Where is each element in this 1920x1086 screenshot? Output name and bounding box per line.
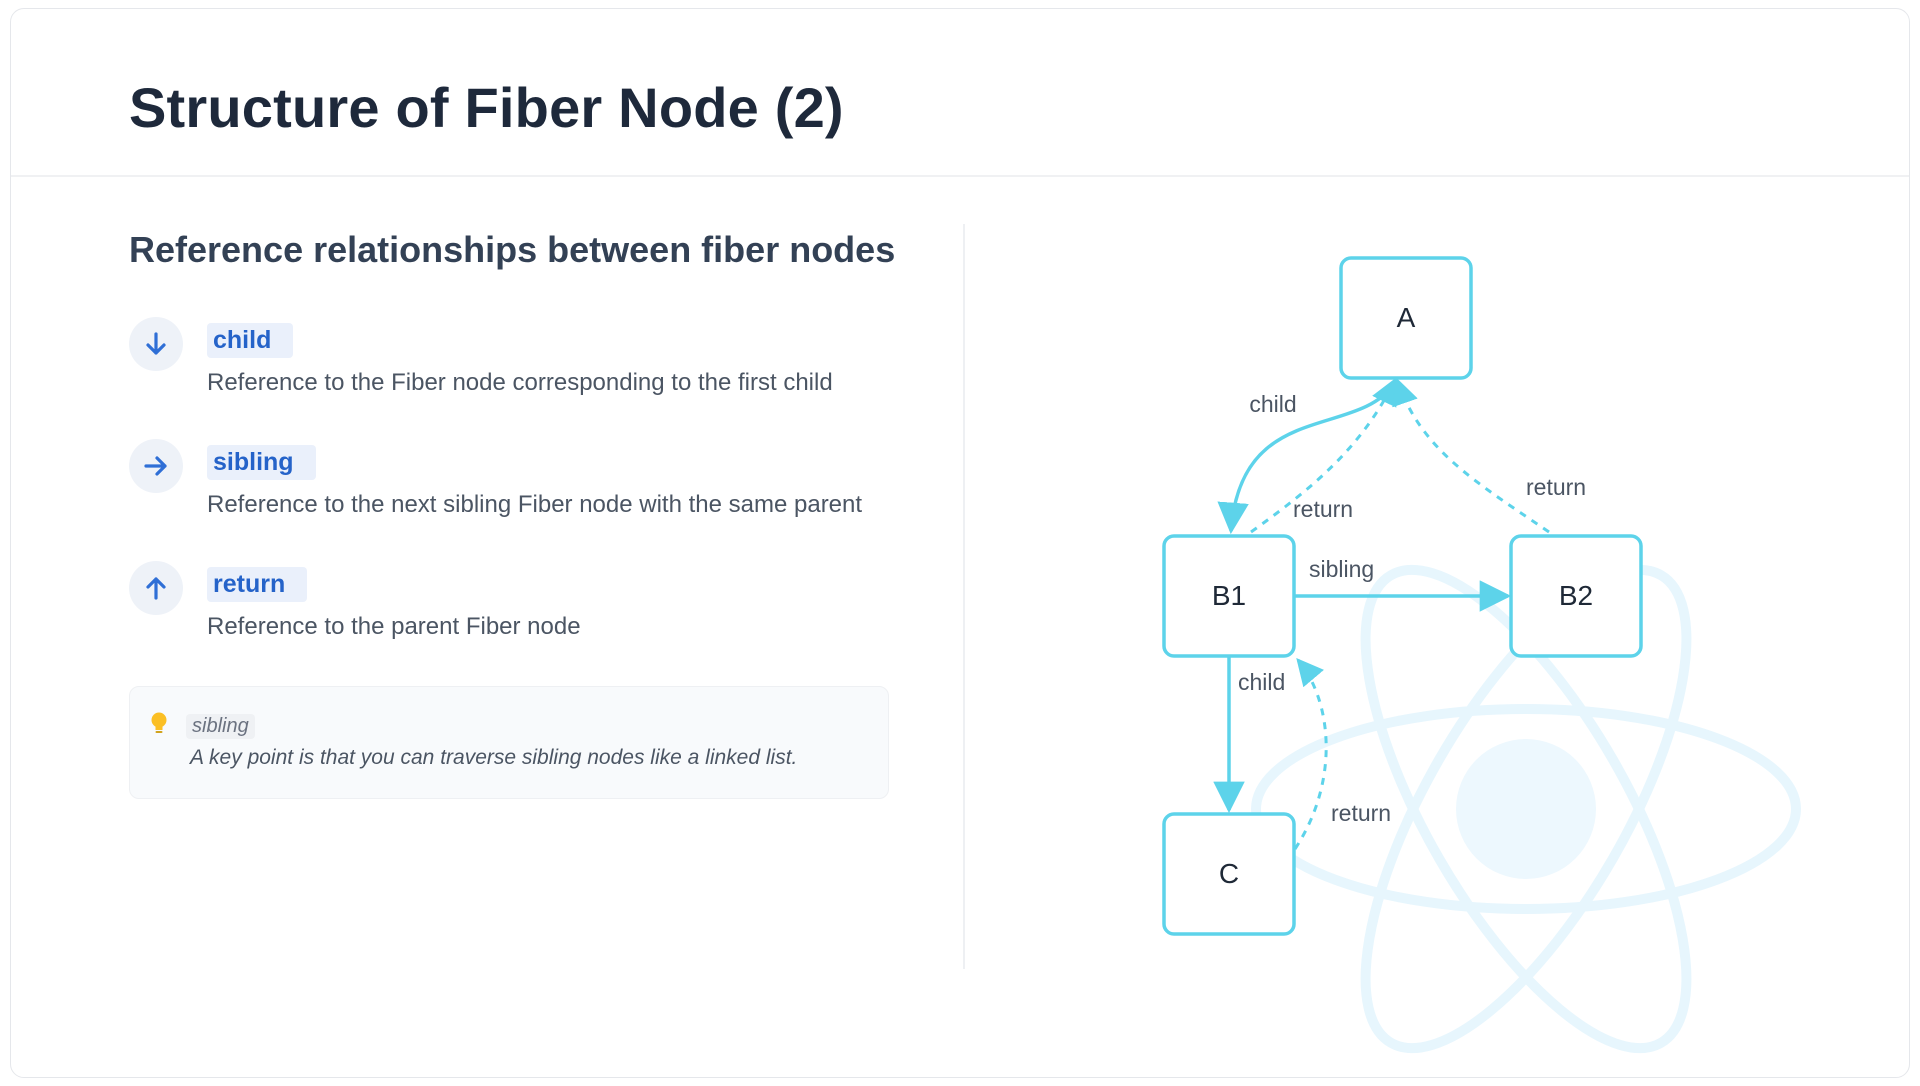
node-a: A xyxy=(1339,256,1473,380)
arrow-right-icon xyxy=(129,439,183,493)
reference-description: Reference to the Fiber node correspondin… xyxy=(207,369,833,396)
note-tag: sibling xyxy=(186,714,255,739)
node-b2: B2 xyxy=(1509,534,1643,658)
arrow-up-icon xyxy=(129,561,183,615)
reference-name: child xyxy=(207,323,294,358)
slide-header: Structure of Fiber Node (2) xyxy=(11,9,1909,177)
reference-item-return: return Reference to the parent Fiber nod… xyxy=(129,561,929,661)
reference-description: Reference to the next sibling Fiber node… xyxy=(207,491,863,518)
edge-label-b1-a-return: return xyxy=(1293,496,1353,522)
edge-label-b2-a-return: return xyxy=(1526,474,1586,500)
edge-c-b1-return xyxy=(1293,657,1328,850)
edge-b2-a-return xyxy=(1392,377,1550,534)
note-box: sibling A key point is that you can trav… xyxy=(129,686,889,799)
node-label: C xyxy=(1219,858,1239,889)
slide: Structure of Fiber Node (2) Reference re… xyxy=(10,8,1910,1078)
section-title: Reference relationships between fiber no… xyxy=(129,229,896,270)
edge-label-a-b1-child: child xyxy=(1249,391,1296,417)
lightbulb-icon xyxy=(150,711,168,742)
node-label: B2 xyxy=(1559,580,1593,611)
reference-name: return xyxy=(207,567,308,602)
edge-label-c-b1-return: return xyxy=(1331,800,1391,826)
reference-item-sibling: sibling Reference to the next sibling Fi… xyxy=(129,439,929,539)
node-c: C xyxy=(1162,812,1296,936)
arrow-down-icon xyxy=(129,317,183,371)
references-panel: Reference relationships between fiber no… xyxy=(129,229,929,640)
column-divider xyxy=(963,224,965,969)
node-label: A xyxy=(1397,302,1416,333)
page-title: Structure of Fiber Node (2) xyxy=(129,76,844,139)
edge-label-b1-b2-sibling: sibling xyxy=(1309,556,1374,582)
reference-description: Reference to the parent Fiber node xyxy=(207,613,581,640)
edge-b1-a-return xyxy=(1250,377,1397,534)
node-b1: B1 xyxy=(1162,534,1296,658)
note-text: A key point is that you can traverse sib… xyxy=(190,746,798,769)
reference-item-child: child Reference to the Fiber node corres… xyxy=(129,317,929,417)
reference-name: sibling xyxy=(207,445,316,480)
node-label: B1 xyxy=(1212,580,1246,611)
fiber-tree-diagram: A B1 B2 C child return return sibling ch… xyxy=(1162,256,1801,1054)
react-logo-watermark xyxy=(1251,564,1801,1054)
edge-label-b1-c-child: child xyxy=(1238,669,1285,695)
